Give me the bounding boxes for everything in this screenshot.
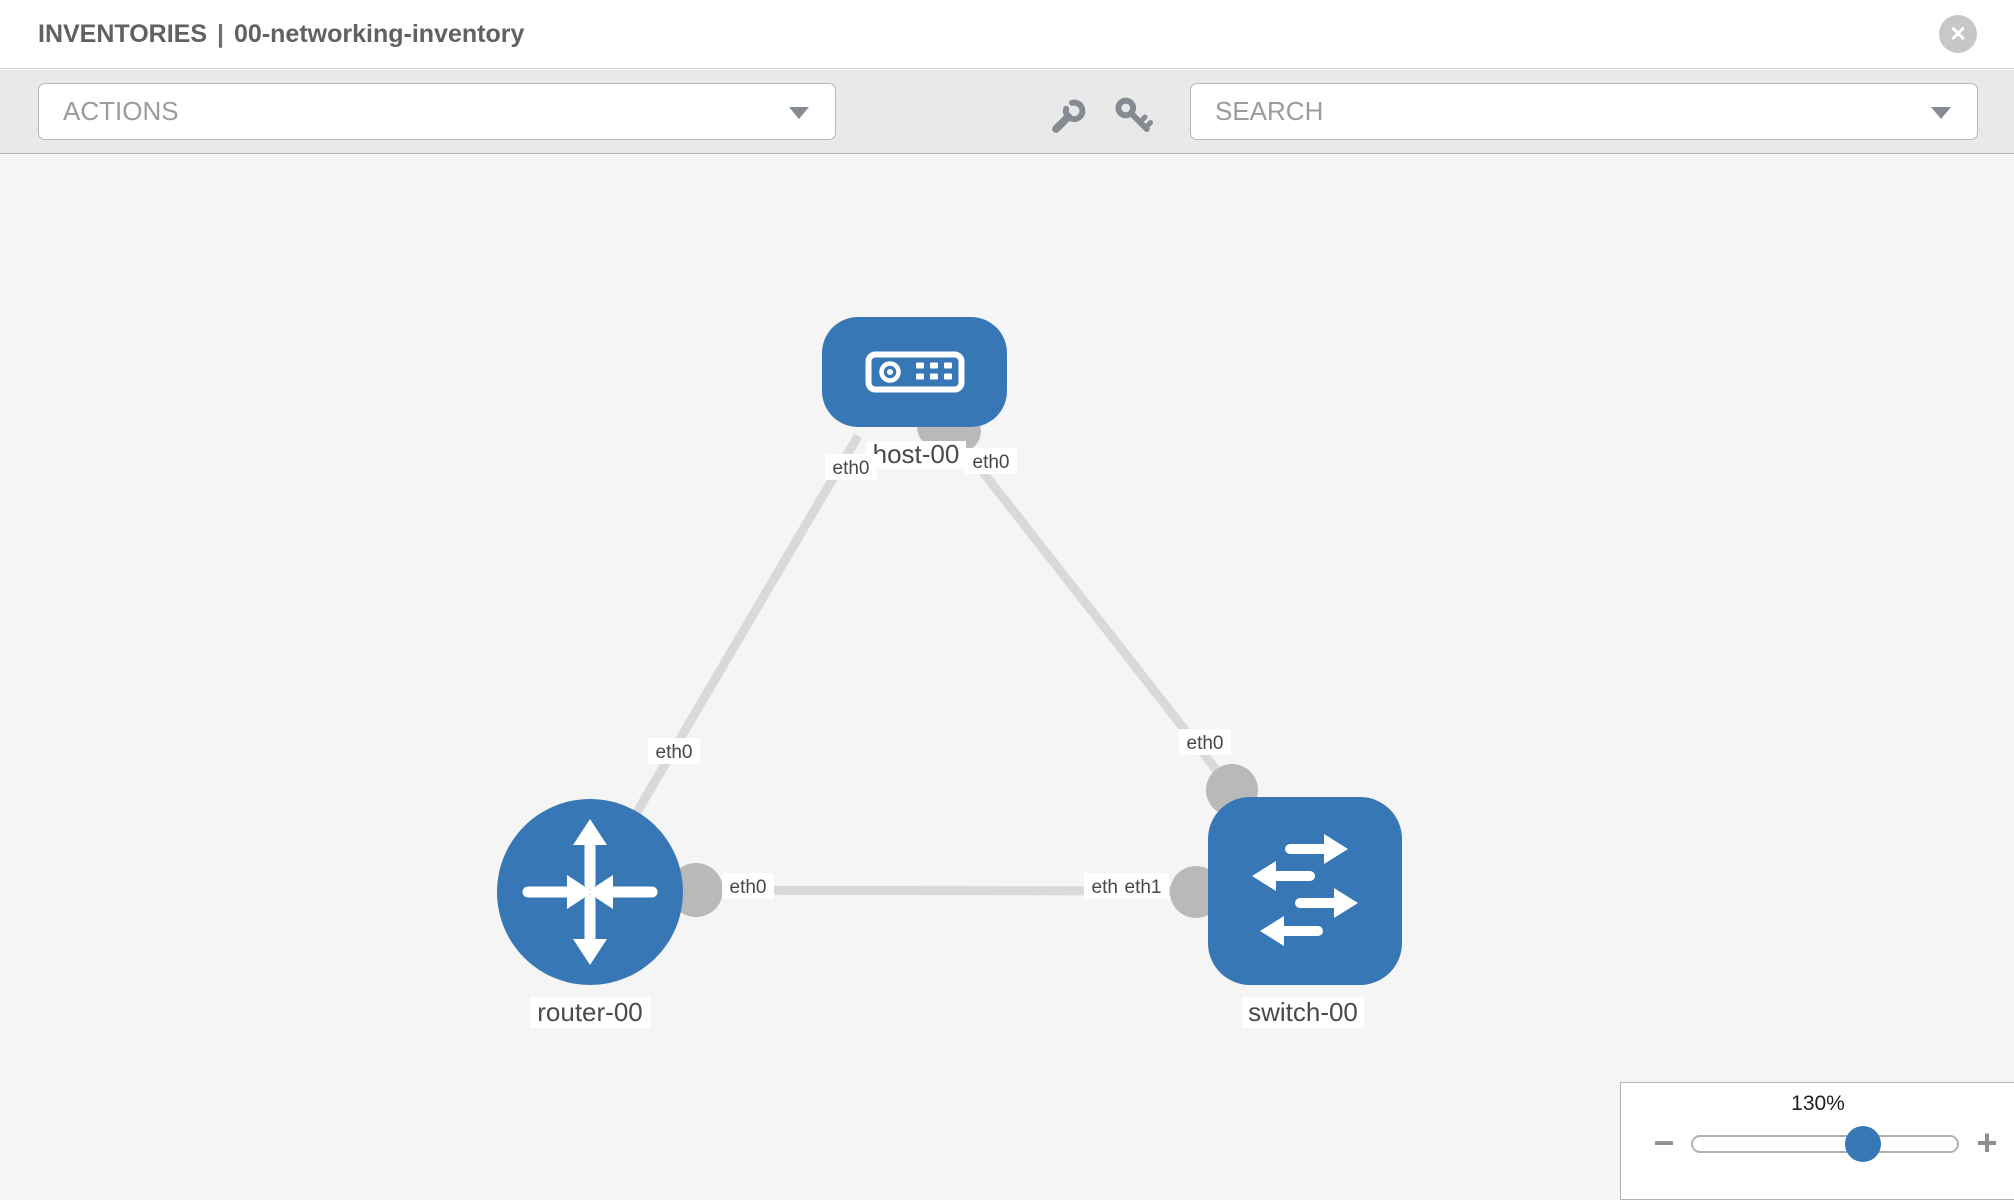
plus-icon: +: [1976, 1122, 1998, 1163]
iface-label-host-right: eth0: [965, 448, 1017, 474]
labels-layer: host-00 eth0 eth0 eth0 eth0: [530, 439, 1364, 1028]
close-button[interactable]: ✕: [1939, 15, 1977, 53]
switch-node-shape[interactable]: [1208, 797, 1402, 985]
node-label-host-00: host-00: [866, 439, 966, 469]
iface-label-switch-left-eth1: eth1: [1117, 873, 1169, 899]
iface-label-switch-top: eth0: [1179, 729, 1231, 755]
close-icon: ✕: [1949, 22, 1967, 46]
chevron-down-icon: [1931, 107, 1951, 119]
host-icon: [865, 351, 965, 393]
svg-text:eth0: eth0: [833, 458, 870, 479]
svg-text:eth0: eth0: [973, 452, 1010, 473]
toolbar: ACTIONS SEARCH: [0, 70, 2014, 154]
actions-dropdown[interactable]: ACTIONS: [38, 83, 836, 140]
chevron-down-icon: [789, 107, 809, 119]
node-host-00[interactable]: [822, 317, 1007, 427]
svg-text:eth0: eth0: [1187, 733, 1224, 754]
wrench-icon[interactable]: [1045, 96, 1089, 140]
breadcrumb: INVENTORIES | 00-networking-inventory: [38, 0, 524, 69]
actions-dropdown-placeholder: ACTIONS: [63, 96, 179, 126]
zoom-control-panel: 130% − +: [1620, 1082, 2014, 1200]
header-bar: INVENTORIES | 00-networking-inventory ✕: [0, 0, 2014, 69]
key-icon[interactable]: [1112, 96, 1156, 140]
page-title: 00-networking-inventory: [234, 20, 525, 48]
node-label-router-00: router-00: [530, 997, 650, 1028]
zoom-slider-track[interactable]: [1691, 1135, 1959, 1153]
iface-label-router-top: eth0: [648, 738, 700, 764]
breadcrumb-separator: |: [217, 20, 225, 48]
node-switch-00[interactable]: [1208, 797, 1402, 985]
zoom-level-value: 130%: [1791, 1092, 1845, 1115]
zoom-in-button[interactable]: +: [1969, 1125, 2005, 1162]
svg-text:eth0: eth0: [656, 742, 693, 763]
search-dropdown[interactable]: SEARCH: [1190, 83, 1978, 140]
node-label-switch-00: switch-00: [1242, 997, 1364, 1028]
svg-text:eth0: eth0: [730, 877, 767, 898]
topology-canvas[interactable]: host-00 eth0 eth0 eth0 eth0: [0, 154, 2014, 1200]
router-icon: [522, 819, 658, 965]
search-placeholder: SEARCH: [1215, 96, 1324, 126]
svg-text:switch-00: switch-00: [1248, 997, 1358, 1027]
iface-label-host-left: eth0: [825, 454, 877, 480]
zoom-slider-knob[interactable]: [1845, 1126, 1881, 1162]
minus-icon: −: [1653, 1122, 1675, 1163]
svg-text:host-00: host-00: [873, 439, 960, 469]
topology-svg: host-00 eth0 eth0 eth0 eth0: [497, 317, 1402, 1028]
port-dot-router-right: [669, 863, 723, 917]
iface-label-router-right: eth0: [722, 873, 774, 899]
switch-icon: [1252, 834, 1358, 946]
breadcrumb-inventories-link[interactable]: INVENTORIES: [38, 20, 208, 48]
zoom-out-button[interactable]: −: [1646, 1125, 1682, 1162]
svg-text:eth1: eth1: [1125, 877, 1162, 898]
host-node-shape[interactable]: [822, 317, 1007, 427]
svg-text:router-00: router-00: [537, 997, 643, 1027]
node-router-00[interactable]: [497, 799, 683, 985]
